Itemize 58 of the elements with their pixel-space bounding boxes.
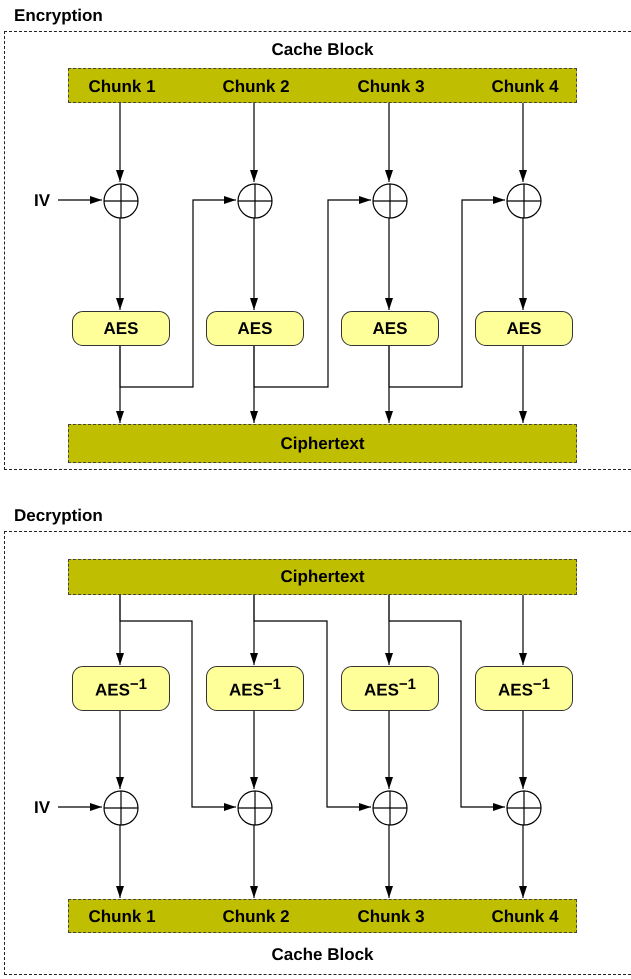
xor-symbol xyxy=(372,790,408,826)
ciphertext-bar: Ciphertext xyxy=(68,559,577,595)
chunk-label: Chunk 3 xyxy=(329,900,453,934)
section-heading: Cache Block xyxy=(270,945,375,965)
cipher-box: AES$^{−1}$ xyxy=(475,666,573,711)
arrow xyxy=(519,102,527,182)
arrow xyxy=(519,710,527,789)
chunk-label: Chunk 3 xyxy=(329,69,453,104)
arrow xyxy=(385,825,393,898)
section-heading: Decryption xyxy=(14,506,103,526)
chunk-label: Chunk 4 xyxy=(463,900,587,934)
arrow xyxy=(519,218,527,310)
arrow xyxy=(116,218,124,310)
section-heading: Cache Block xyxy=(270,40,375,60)
arrow xyxy=(385,218,393,310)
arrow xyxy=(388,594,505,811)
arrow xyxy=(385,710,393,789)
arrow xyxy=(519,345,527,423)
xor-symbol xyxy=(103,183,139,219)
chunk-label: Chunk 1 xyxy=(60,900,184,934)
arrow xyxy=(116,825,124,898)
arrow xyxy=(116,102,124,182)
chunk-label: Chunk 4 xyxy=(463,69,587,104)
xor-symbol xyxy=(237,790,273,826)
iv-label: IV xyxy=(29,797,55,819)
section-heading: Encryption xyxy=(14,6,103,26)
arrow xyxy=(250,218,258,310)
cipher-box: AES xyxy=(475,311,573,346)
ciphertext-bar: Ciphertext xyxy=(68,424,577,463)
arrow xyxy=(253,594,371,811)
xor-symbol xyxy=(103,790,139,826)
xor-symbol xyxy=(237,183,273,219)
arrow xyxy=(250,102,258,182)
chunk-label: Chunk 2 xyxy=(194,900,318,934)
cipher-box: AES$^{−1}$ xyxy=(341,666,439,711)
xor-symbol xyxy=(506,790,542,826)
arrow xyxy=(519,594,527,665)
cipher-box: AES xyxy=(72,311,170,346)
arrow xyxy=(253,196,371,388)
arrow xyxy=(119,594,236,811)
arrow xyxy=(250,710,258,789)
arrow xyxy=(519,825,527,898)
cipher-box: AES$^{−1}$ xyxy=(72,666,170,711)
xor-symbol xyxy=(506,183,542,219)
cipher-box: AES xyxy=(206,311,304,346)
arrow xyxy=(119,196,236,388)
arrow xyxy=(58,196,102,204)
cipher-box: AES xyxy=(341,311,439,346)
arrow xyxy=(116,710,124,789)
chunk-label: Chunk 2 xyxy=(194,69,318,104)
arrow xyxy=(385,102,393,182)
arrow xyxy=(58,803,102,811)
arrow xyxy=(388,196,505,388)
xor-symbol xyxy=(372,183,408,219)
iv-label: IV xyxy=(29,190,55,212)
cipher-box: AES$^{−1}$ xyxy=(206,666,304,711)
arrow xyxy=(250,825,258,898)
chunk-label: Chunk 1 xyxy=(60,69,184,104)
